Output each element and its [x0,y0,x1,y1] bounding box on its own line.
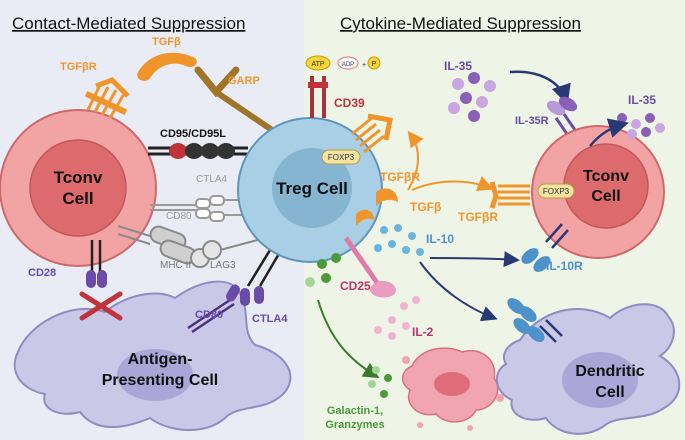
cd39-label: CD39 [334,96,365,110]
il35-right-label: IL-35 [628,93,656,107]
dendritic-il10r-receptor [507,298,563,343]
dendritic-label-line2: Cell [595,384,624,401]
tconv-cell-left [0,109,157,267]
tconv-right-label-line1: Tconv [583,168,629,185]
il35-right-arrow [589,118,629,147]
cd28-receptor [86,240,107,288]
galectin-dots-lower [368,366,392,398]
left-panel-title: Contact-Mediated Suppression [12,14,245,33]
tconv-left-label-line1: Tconv [54,168,103,187]
granzymes-label: Granzymes [325,419,384,431]
foxp3-right-label: FOXP3 [543,187,570,196]
il10r-label: IL-10R [546,259,583,273]
dendritic-label-line1: Dendritic [575,363,644,380]
cd80-gray-label: CD80 [166,211,192,222]
plus-sign: + [362,62,366,69]
p-label: P [372,61,377,68]
il35-arrow [509,70,571,105]
cd25-receptor [343,236,396,298]
tgfb-molecule-treg-2 [356,209,374,226]
tgfbr-right-label: TGFβR [458,210,498,224]
tgfbr-left-label: TGFβR [60,61,97,73]
tgfb-top-label: TGFβ [152,36,181,48]
tgfb-molecule-treg-1 [376,188,398,206]
mhc2-label: MHC II [160,260,191,271]
galectin-granzyme-molecules [305,253,341,287]
il10r-receptor [521,223,569,272]
tgfb-autocrine-arrow [407,130,424,191]
atp-molecule [305,55,331,71]
lag3-label: LAG3 [210,260,236,271]
cd39-enzyme [308,76,328,118]
ctla4-gray-label: CTLA4 [196,174,228,185]
tconv-cell-right [531,125,665,259]
il10-molecules [374,224,424,256]
garp-molecule [194,66,274,133]
tgfbr-receptor-right [489,181,530,209]
apoptotic-cell [401,347,504,431]
tgfb-to-tconv-arrow [411,176,494,191]
il35-right-molecules [617,113,665,139]
cd80-purple-label: CD80 [195,309,223,321]
adp-molecule [337,56,359,70]
il2-molecules [374,296,420,340]
adp-label: ADP [342,62,354,68]
phosphate-molecule [367,56,381,70]
il2-label: IL-2 [412,325,434,339]
ctla4-purple-label: CTLA4 [252,313,288,325]
apc-label-line1: Antigen- [128,351,193,368]
apc-label-line2: Presenting Cell [102,372,218,389]
tgfb-treg-label: TGFβ [410,200,441,214]
cd25-label: CD25 [340,279,371,293]
foxp3-treg-badge [321,149,361,165]
il10-label: IL-10 [426,232,454,246]
tconv-right-label-line2: Cell [591,188,620,205]
il10-to-dendritic-arrow [419,261,498,322]
blocked-x-icon [79,291,123,321]
tgfb-molecule-top [137,52,197,81]
il35-label: IL-35 [444,59,472,73]
treg-label: Treg Cell [276,179,348,198]
cd95-label: CD95/CD95L [160,128,226,140]
cd95-cd95l-molecule [148,143,248,159]
atp-label: ATP [311,61,324,68]
il35r-label: IL-35R [515,115,549,127]
galectin-label: Galactin-1, [327,405,383,417]
il10-to-tconv-arrow [429,251,520,268]
tconv-left-label-line2: Cell [62,189,93,208]
ctla4-cd80-purple-complex [187,249,282,334]
tgfbr-treg-label: TGFβR [380,170,420,184]
garp-label: GARP [228,75,260,87]
ctla4-cd80-gray-complex [150,195,262,222]
il35-molecules [448,72,496,122]
tgfbr-receptor-treg [351,113,393,154]
cd28-label: CD28 [28,267,56,279]
granzyme-arrow [317,299,380,379]
foxp3-treg-label: FOXP3 [328,153,355,162]
right-panel-title: Cytokine-Mediated Suppression [340,14,581,33]
tgfbr-receptor-left [84,77,130,119]
foxp3-right-badge [537,183,575,199]
